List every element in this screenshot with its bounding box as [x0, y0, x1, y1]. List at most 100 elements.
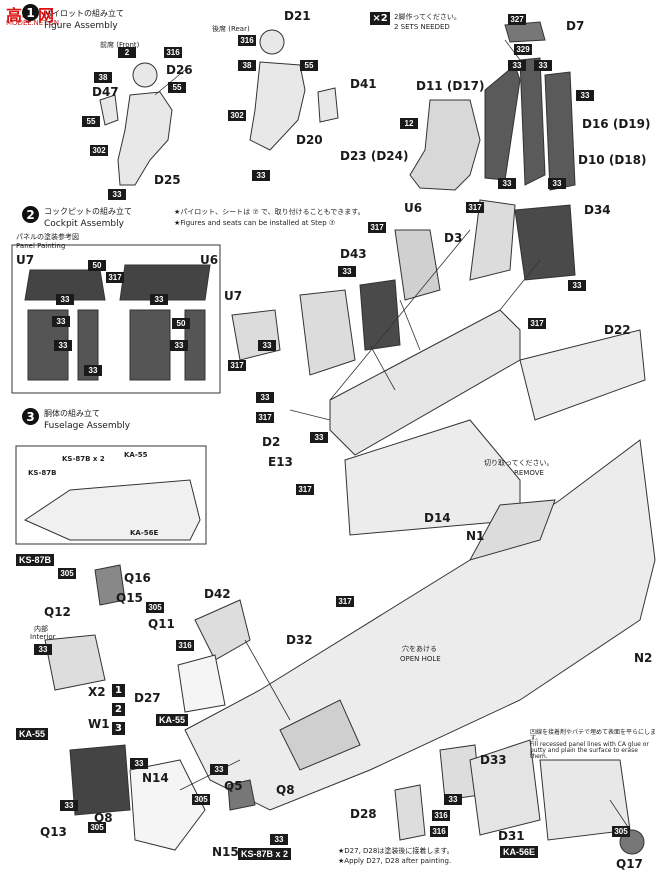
- open-hole-jp: 穴をあける: [402, 645, 437, 653]
- seat-rail-left: [484, 64, 521, 181]
- panel-title-en: Panel Painting: [16, 242, 66, 250]
- paint-33e: 33: [576, 90, 594, 101]
- paint-33c: 33: [508, 60, 526, 71]
- part-n2: N2: [634, 651, 653, 665]
- paint-33n: 33: [338, 266, 356, 277]
- paint-33r: 33: [310, 432, 328, 443]
- inset-ks87bx2: KS-87B x 2: [62, 455, 105, 463]
- paint-316e: 316: [430, 826, 448, 837]
- d27-part: [177, 654, 226, 713]
- cockpit-tub: [329, 309, 521, 456]
- paint-317f: 317: [256, 412, 274, 423]
- part-d10: D10 (D18): [578, 153, 647, 167]
- paint-305e: 305: [612, 826, 630, 837]
- step3-title-en: Fuselage Assembly: [44, 421, 131, 431]
- step2-badge: 2: [22, 206, 39, 223]
- part-d34: D34: [584, 203, 611, 217]
- paint-316b: 316: [238, 35, 256, 46]
- u7-part: [231, 309, 281, 361]
- q12-frame: [44, 634, 106, 691]
- paint-316d: 316: [432, 810, 450, 821]
- paint-55: 55: [168, 82, 186, 93]
- paint-33t: 33: [34, 644, 52, 655]
- watermark-sub: MODEL.NET.CN: [6, 19, 59, 27]
- seat-rail-right: [544, 71, 576, 191]
- d42-part: [194, 599, 251, 661]
- paint-305c: 305: [192, 794, 210, 805]
- paint-316c: 316: [176, 640, 194, 651]
- paint-33l: 33: [170, 340, 188, 351]
- part-d2: D2: [262, 435, 281, 449]
- paint-33w: 33: [60, 800, 78, 811]
- step-ref-3: 3: [112, 722, 125, 735]
- step-ref-2: 2: [112, 703, 125, 716]
- inset-ka56e: KA-56E: [130, 529, 159, 537]
- part-d16: D16 (D19): [582, 117, 651, 131]
- rear-seat-pilot: [469, 199, 516, 281]
- part-n1: N1: [466, 529, 485, 543]
- part-d3: D3: [444, 231, 463, 245]
- part-d41: D41: [350, 77, 377, 91]
- front-seat-pilot: [299, 289, 356, 376]
- part-d43: D43: [340, 247, 367, 261]
- panel-u6: U6: [200, 253, 219, 267]
- x2-jp: 2脚作ってください。: [394, 13, 461, 21]
- part-u6: U6: [404, 201, 423, 215]
- paint-33b: 33: [252, 170, 270, 181]
- part-d31: D31: [498, 829, 525, 843]
- d22-part: [519, 329, 646, 421]
- paint-33u: 33: [130, 758, 148, 769]
- u7-panel: [24, 269, 106, 301]
- spine: [468, 499, 556, 561]
- paint-317: 317: [106, 272, 124, 283]
- tag-ks87bx2: KS-87B x 2: [238, 848, 292, 860]
- inset-ka55: KA-55: [124, 451, 148, 459]
- paint-2: 2: [118, 47, 136, 58]
- part-n14: N14: [142, 771, 169, 785]
- d41-arm: [317, 87, 339, 123]
- front-helmet: [132, 62, 158, 88]
- d47-arm: [99, 94, 119, 126]
- d7-part: [504, 21, 546, 43]
- paint-33i: 33: [150, 294, 168, 305]
- panel-title-jp: パネルの塗装参考図: [16, 233, 79, 241]
- tag-ks87b: KS-87B: [16, 554, 55, 566]
- x2-badge: ×2: [370, 12, 390, 25]
- tag-ka55a: KA-55: [156, 714, 189, 726]
- paint-327: 327: [508, 14, 526, 25]
- d14-part: [344, 419, 521, 536]
- u6-panel: [119, 264, 211, 301]
- side-panel-3: [129, 309, 171, 381]
- paint-38: 38: [94, 72, 112, 83]
- panel-u7: U7: [16, 253, 35, 267]
- q8-part: [69, 744, 131, 816]
- rear-helmet: [259, 29, 285, 55]
- part-n15: N15: [212, 845, 239, 859]
- paint-317b: 317: [466, 202, 484, 213]
- part-d14: D14: [424, 511, 451, 525]
- part-q5: Q5: [224, 779, 243, 793]
- paint-note-en: ★Apply D27, D28 after painting.: [338, 857, 452, 865]
- inset-nose: [23, 479, 201, 541]
- paint-33x: 33: [270, 834, 288, 845]
- remove-jp: 切り取ってください。: [484, 459, 554, 467]
- paint-329: 329: [514, 44, 532, 55]
- paint-33y: 33: [444, 794, 462, 805]
- seat-shell: [409, 99, 481, 191]
- part-e13: E13: [268, 455, 293, 469]
- step3-badge: 3: [22, 408, 39, 425]
- part-w1: W1: [88, 717, 110, 731]
- step1-title-en: Figure Assembly: [44, 21, 118, 31]
- step1-title-jp: パイロットの組み立て: [44, 9, 124, 18]
- paint-33k: 33: [54, 340, 72, 351]
- paint-50: 50: [88, 260, 106, 271]
- step2-title-jp: コックピットの組み立て: [44, 207, 132, 216]
- d28-part: [394, 784, 426, 841]
- paint-33o: 33: [568, 280, 586, 291]
- paint-38b: 38: [238, 60, 256, 71]
- paint-12: 12: [400, 118, 418, 129]
- paint-33q: 33: [256, 392, 274, 403]
- paint-305: 305: [58, 568, 76, 579]
- inset-ks87b: KS-87B: [28, 469, 57, 477]
- part-d33: D33: [480, 753, 507, 767]
